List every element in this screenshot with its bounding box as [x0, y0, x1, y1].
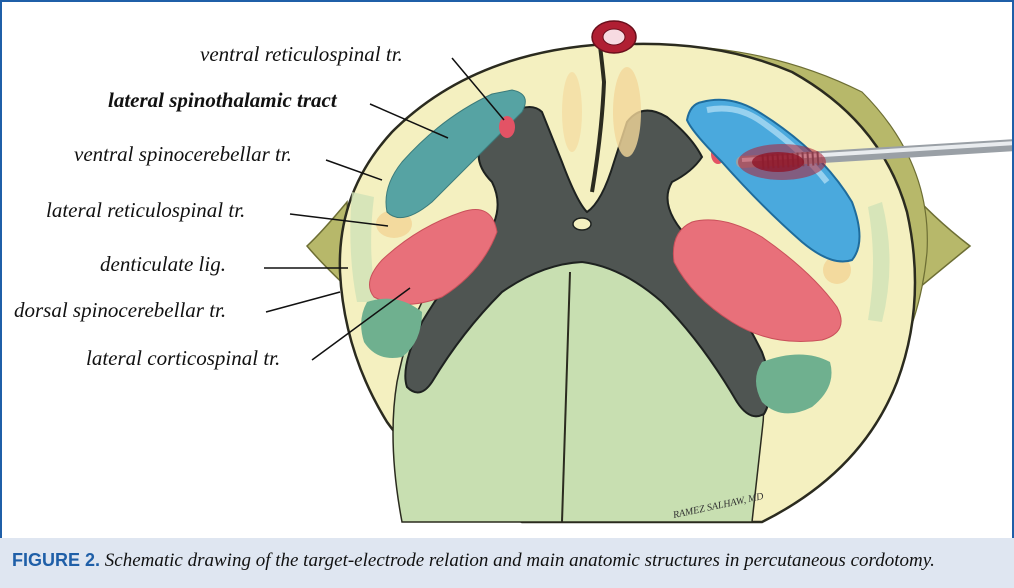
label-ventral-spinocerebellar: ventral spinocerebellar tr. [74, 142, 292, 167]
ventral-tract-left-2 [562, 72, 582, 152]
label-denticulate: denticulate lig. [100, 252, 226, 277]
label-dorsal-spinocerebellar: dorsal spinocerebellar tr. [14, 298, 226, 323]
ventral-reticulospinal-left [499, 116, 515, 138]
anterior-spinal-artery-lumen [603, 29, 625, 45]
caption-text: Schematic drawing of the target-electrod… [105, 550, 935, 571]
electrode-tip-core [752, 152, 804, 172]
ventral-tract-left [613, 67, 641, 157]
caption-label: FIGURE 2. [12, 550, 100, 570]
label-lateral-reticulospinal: lateral reticulospinal tr. [46, 198, 245, 223]
figure-caption: FIGURE 2. Schematic drawing of the targe… [0, 538, 1014, 588]
label-lateral-corticospinal: lateral corticospinal tr. [86, 346, 280, 371]
label-ventral-reticulospinal: ventral reticulospinal tr. [200, 42, 403, 67]
central-canal [573, 218, 591, 230]
label-lateral-spinothalamic: lateral spinothalamic tract [108, 88, 337, 113]
